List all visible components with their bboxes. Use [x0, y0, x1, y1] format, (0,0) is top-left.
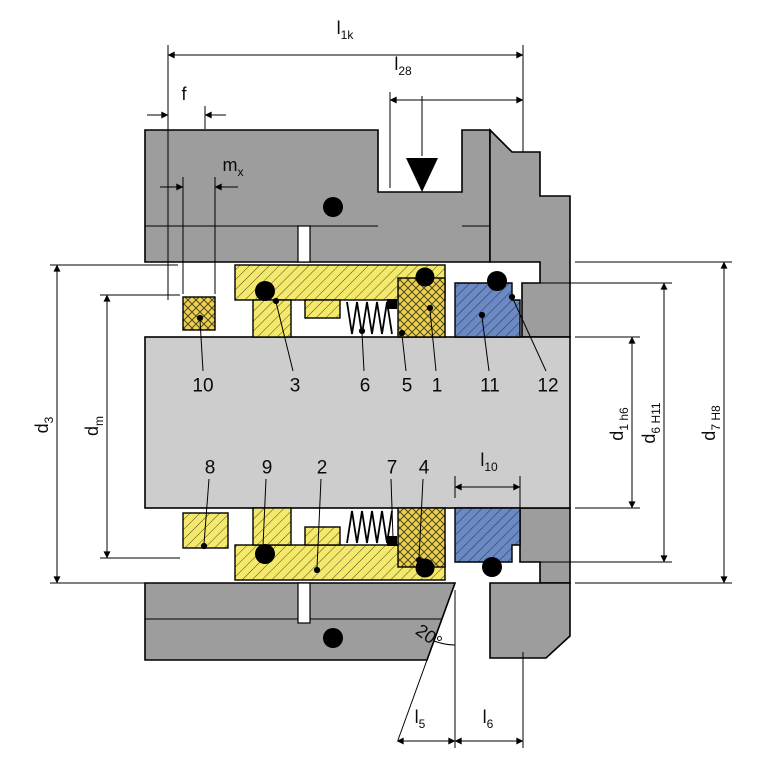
dim-label-l6: l6: [482, 707, 494, 731]
housing-bottom-right-flange: [489, 582, 571, 659]
dim-label-d3: d3: [32, 416, 56, 434]
part-label-11: 11: [480, 375, 500, 397]
dim-label-d1h6: d1 h6: [607, 407, 631, 441]
collar-leg-top: [252, 299, 292, 338]
housing-top-slot: [297, 225, 311, 263]
set-screw-top: [182, 296, 216, 331]
part-label-6: 6: [359, 375, 371, 397]
housing-top-left: [144, 129, 491, 263]
dim-label-l28: l28: [394, 54, 412, 78]
dim-label-mx: mx: [222, 155, 244, 179]
chamfer-reference-line: [397, 659, 428, 741]
seat-blue-top: [454, 282, 521, 338]
oring-face-bottom: [415, 558, 435, 578]
part-label-4: 4: [418, 457, 430, 479]
part-leader-lines: [196, 293, 547, 574]
dim-label-l10: l10: [480, 450, 498, 474]
collar-leg-bottom: [252, 507, 292, 546]
flush-port-arrow-icon: [406, 158, 438, 192]
drive-pin-top: [387, 299, 397, 309]
shaft: [144, 336, 571, 509]
part-label-8: 8: [204, 457, 216, 479]
housing-bottom-right-column: [519, 507, 571, 584]
part-label-1: 1: [431, 375, 443, 397]
dim-label-l1k: l1k: [336, 18, 354, 42]
part-label-10: 10: [192, 375, 214, 397]
part-label-3: 3: [289, 375, 301, 397]
dim-label-f: f: [181, 84, 187, 105]
dimension-extension-lines: [50, 45, 732, 748]
part-label-2: 2: [316, 457, 328, 479]
dim-label-l5: l5: [414, 707, 426, 731]
oring-face-top: [415, 267, 435, 287]
oring-seat-bottom: [482, 557, 502, 577]
dimension-lines: [53, 51, 728, 745]
oring-housing-top: [323, 197, 343, 217]
oring-housing-bottom: [323, 628, 343, 648]
part-label-7: 7: [386, 457, 398, 479]
part-label-5: 5: [401, 375, 413, 397]
dim-label-d6H11: d6 H11: [639, 402, 663, 444]
part-label-9: 9: [261, 457, 273, 479]
collar-step-top: [304, 299, 341, 319]
collar-step-bottom: [304, 526, 341, 546]
oring-seat-top: [487, 271, 507, 291]
seat-blue-bottom: [454, 507, 521, 563]
dim-label-d7H8: d7 H8: [699, 405, 723, 441]
seal-face-top: [397, 277, 446, 338]
housing-bottom-slot: [297, 582, 311, 624]
oring-collar-bottom: [255, 544, 275, 564]
oring-collar-top: [255, 281, 275, 301]
spring-top: [346, 301, 393, 335]
dim-label-dm: dm: [82, 415, 106, 437]
spring-bottom: [346, 510, 393, 544]
part-label-12: 12: [537, 375, 559, 397]
